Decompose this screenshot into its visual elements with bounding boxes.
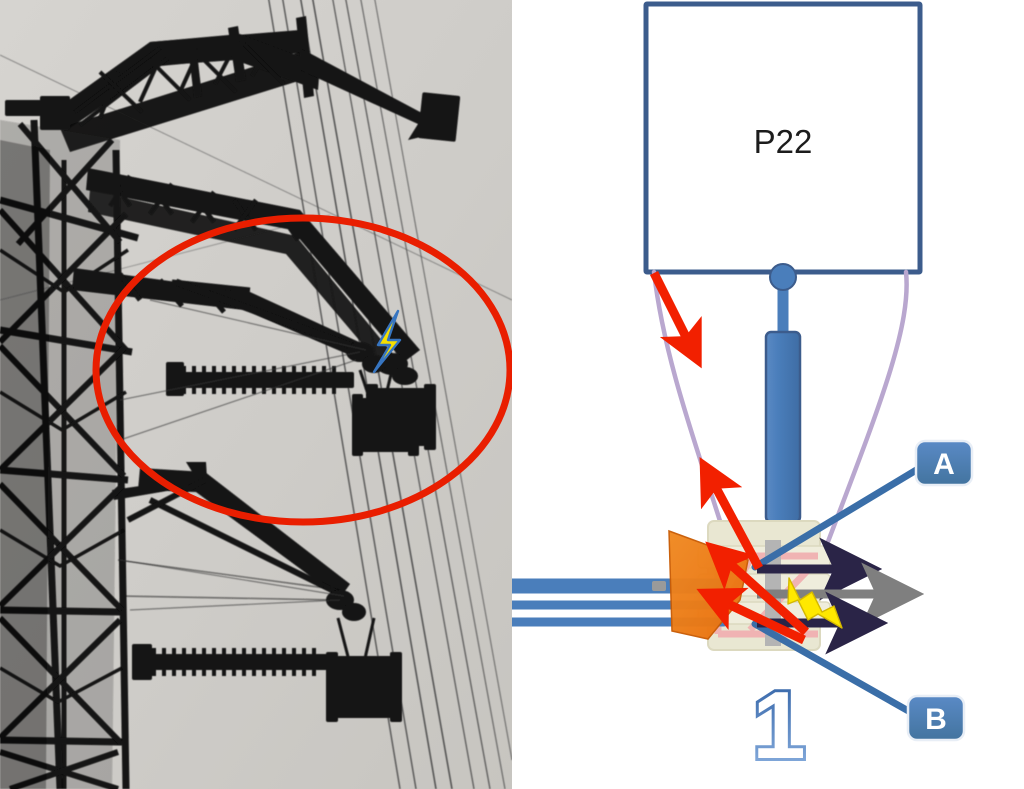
- red-direction-arrows: [649, 270, 810, 645]
- callout-badge-b[interactable]: B: [906, 694, 966, 742]
- vertical-blue-cylinder[interactable]: [764, 330, 802, 524]
- photo-panel: [0, 0, 512, 789]
- p22-schematic: P22: [512, 1, 974, 782]
- bushing-terminal-ball[interactable]: [769, 263, 797, 291]
- conductor-clamp: [652, 581, 666, 591]
- tower-head-truss: [5, 16, 461, 152]
- lightning-bolt-icon: [372, 309, 402, 374]
- photo-grain: [0, 0, 512, 789]
- insulator-string-lower: [132, 644, 332, 680]
- callout-badge-b-label: B: [925, 703, 947, 736]
- red-direction-arrow-down: [649, 270, 702, 369]
- callout-badge-a[interactable]: A: [914, 439, 974, 487]
- spacer-damper-lower: [330, 656, 396, 718]
- step-number: 1: [752, 672, 805, 779]
- callout-badge-a-label: A: [933, 448, 955, 481]
- pylon-photograph: [0, 0, 512, 789]
- lightning-bolt-marker: [787, 577, 843, 629]
- tower-body-lattice: [0, 119, 139, 789]
- diagram-panel: P22: [512, 0, 1024, 789]
- red-direction-arrow-inward-upper: [705, 541, 810, 636]
- tower-arm-lower: [112, 462, 402, 722]
- leader-line-b: [751, 620, 916, 717]
- spacer-damper-middle: [356, 398, 414, 452]
- pylon-structure: [0, 0, 512, 789]
- red-direction-arrow-inward-lower: [696, 587, 806, 645]
- highlight-ellipse: [92, 214, 512, 526]
- leader-line-a: [751, 462, 927, 571]
- stay-wires: [119, 299, 367, 611]
- purple-cable-left: [651, 269, 729, 543]
- enclosure-label: P22: [754, 123, 813, 160]
